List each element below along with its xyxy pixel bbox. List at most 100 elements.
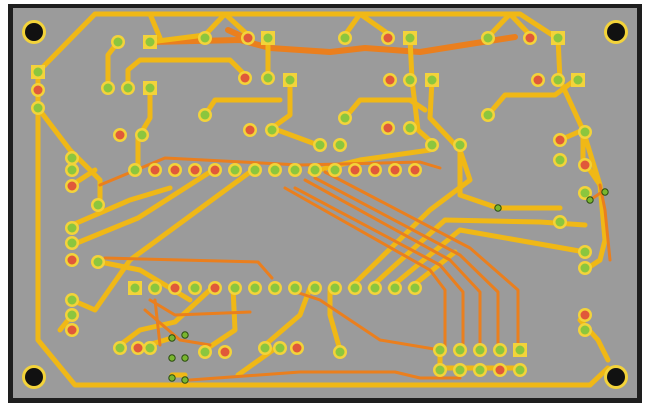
mount-hole-top-left: [22, 20, 46, 44]
mount-hole-bottom-left: [22, 365, 46, 389]
pad: [113, 128, 127, 142]
pad: [65, 221, 79, 235]
ic-pin-bottom: [148, 281, 162, 295]
ic-pin-top: [168, 163, 182, 177]
pad: [473, 343, 487, 357]
ic-pin-top: [348, 163, 362, 177]
pad: [481, 31, 495, 45]
pad: [338, 31, 352, 45]
pad: [578, 245, 592, 259]
mounting-holes: [22, 20, 628, 389]
pad: [261, 71, 275, 85]
ic-pin-bottom: [348, 281, 362, 295]
header-pad: [551, 31, 565, 45]
pad: [113, 341, 127, 355]
header-pad: [403, 31, 417, 45]
pad: [425, 138, 439, 152]
pad: [218, 345, 232, 359]
pad: [65, 179, 79, 193]
pad: [531, 73, 545, 87]
ic-pin-top: [328, 163, 342, 177]
pad: [383, 73, 397, 87]
pad: [473, 363, 487, 377]
component-pads: [31, 31, 592, 377]
pad: [453, 138, 467, 152]
pad: [493, 343, 507, 357]
pad: [403, 121, 417, 135]
pad: [453, 343, 467, 357]
pad: [65, 163, 79, 177]
ic-pin-bottom: [268, 281, 282, 295]
ic-pin-bottom: [288, 281, 302, 295]
pad: [65, 293, 79, 307]
pad: [65, 151, 79, 165]
ic-pin-top: [128, 163, 142, 177]
pad: [135, 128, 149, 142]
ic-pin-bottom: [368, 281, 382, 295]
pad: [241, 31, 255, 45]
pad: [65, 253, 79, 267]
header-pad: [571, 73, 585, 87]
pad: [198, 31, 212, 45]
pad: [111, 35, 125, 49]
pad: [523, 31, 537, 45]
ic-pin-top: [288, 163, 302, 177]
ic-pin-bottom: [188, 281, 202, 295]
ic-pin-top: [188, 163, 202, 177]
ic-pin-bottom: [228, 281, 242, 295]
pad: [238, 71, 252, 85]
via: [168, 354, 176, 362]
pad: [403, 73, 417, 87]
ic-pin-bottom: [208, 281, 222, 295]
pad: [31, 101, 45, 115]
ic-pin-top: [308, 163, 322, 177]
pad: [65, 236, 79, 250]
mount-hole-bottom-right: [604, 365, 628, 389]
ic-pin-bottom: [248, 281, 262, 295]
connector-pin-1: [513, 343, 527, 357]
pad: [198, 108, 212, 122]
ic-pin-top: [208, 163, 222, 177]
pad: [65, 323, 79, 337]
pad: [578, 323, 592, 337]
vias: [168, 188, 609, 384]
via: [168, 374, 176, 382]
ic-pin-bottom: [388, 281, 402, 295]
pad: [91, 255, 105, 269]
pad: [578, 261, 592, 275]
pad: [265, 123, 279, 137]
pad: [290, 341, 304, 355]
pad: [273, 341, 287, 355]
pad: [143, 341, 157, 355]
pad: [578, 125, 592, 139]
via: [601, 188, 609, 196]
pad: [433, 343, 447, 357]
pad: [453, 363, 467, 377]
header-pad: [31, 65, 45, 79]
header-pad: [261, 31, 275, 45]
ic-pin-bottom: [168, 281, 182, 295]
pad: [551, 73, 565, 87]
ic-pin-top: [268, 163, 282, 177]
pad: [243, 123, 257, 137]
pad: [338, 111, 352, 125]
pad: [91, 198, 105, 212]
pad: [333, 138, 347, 152]
via: [168, 334, 176, 342]
ic-pin-top: [148, 163, 162, 177]
ic-pin-1: [128, 281, 142, 295]
header-pad: [425, 73, 439, 87]
header-pad: [143, 81, 157, 95]
pad: [578, 186, 592, 200]
header-pad: [283, 73, 297, 87]
header-pad: [143, 35, 157, 49]
pad: [578, 158, 592, 172]
pad: [553, 133, 567, 147]
pad: [513, 363, 527, 377]
ic-pin-top: [228, 163, 242, 177]
via: [586, 196, 594, 204]
pad: [381, 121, 395, 135]
ic-pin-top: [248, 163, 262, 177]
ic-pin-bottom: [408, 281, 422, 295]
